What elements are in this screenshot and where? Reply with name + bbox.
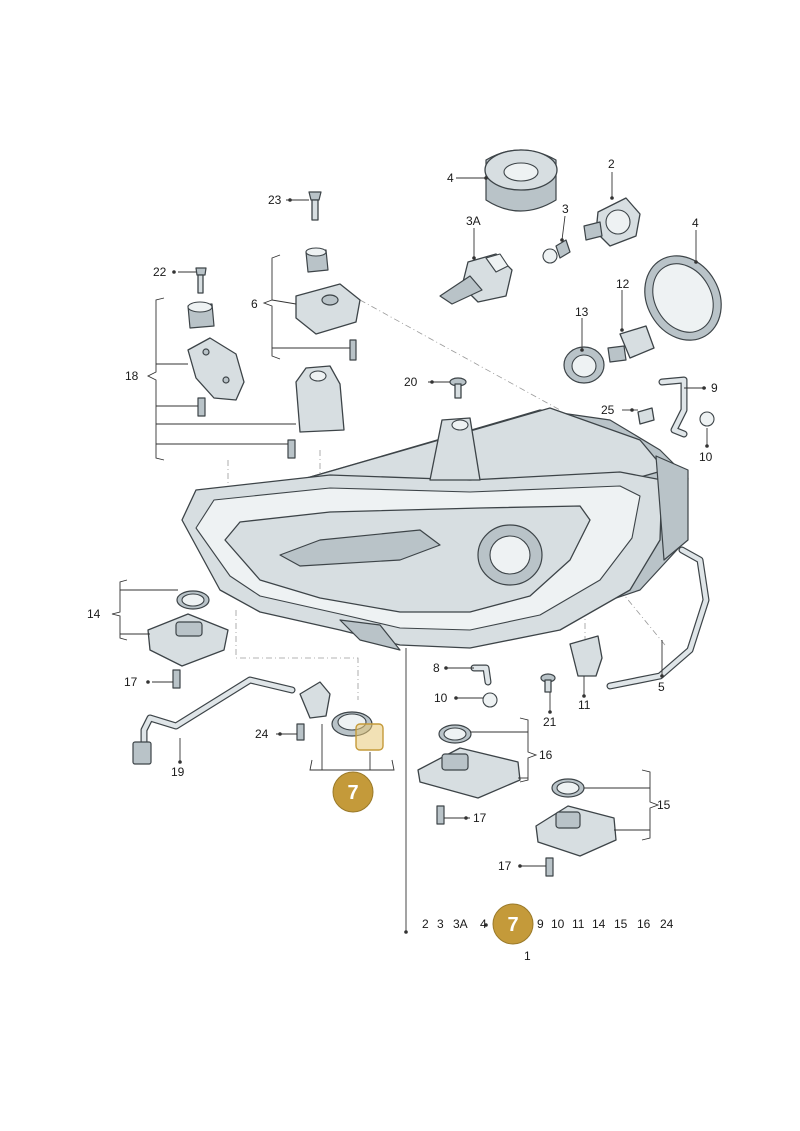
control-unit-14 — [147, 613, 229, 667]
callout-20: 20 — [404, 375, 418, 389]
bulb-2 — [583, 197, 641, 247]
callout-2: 2 — [608, 157, 615, 171]
callout-9: 9 — [711, 381, 718, 395]
callout-labels: 4 2 3 3A 23 4 22 6 12 13 18 9 20 25 10 1… — [87, 157, 718, 963]
highlight-marker — [355, 723, 384, 751]
callout-11: 11 — [578, 698, 591, 712]
footer-part-list: 2 3 3A 4 7 9 10 11 14 15 16 24 — [422, 903, 674, 945]
callout-17-right: 17 — [498, 859, 512, 873]
callout-23: 23 — [268, 193, 282, 207]
callout-3: 3 — [562, 202, 569, 216]
ring-15 — [551, 778, 585, 798]
bracket-24 — [296, 681, 331, 741]
footer-item-24: 24 — [660, 917, 674, 931]
badge-7-adjuster: 7 — [332, 771, 374, 813]
adjuster-7 — [331, 711, 384, 751]
callout-19: 19 — [171, 765, 185, 779]
badge-7-footer-text: 7 — [507, 914, 518, 936]
callout-13: 13 — [575, 305, 589, 319]
callout-17-middle: 17 — [473, 811, 487, 825]
bolt-17-left — [172, 669, 181, 689]
callout-4-top: 4 — [447, 171, 454, 185]
footer-item-2: 2 — [422, 917, 429, 931]
callout-6: 6 — [251, 297, 258, 311]
socket-13 — [563, 346, 605, 384]
callout-5: 5 — [658, 680, 665, 694]
callout-12: 12 — [616, 277, 630, 291]
callout-24: 24 — [255, 727, 269, 741]
badge-7-footer — [492, 903, 534, 945]
bolt-22 — [195, 267, 207, 294]
footer-item-3a: 3A — [453, 917, 468, 931]
cable-5 — [606, 546, 710, 690]
bracket-6 — [295, 247, 361, 361]
callout-4-right: 4 — [692, 216, 699, 230]
bolt-21 — [540, 673, 556, 693]
ring-16 — [438, 724, 472, 744]
footer-item-3: 3 — [437, 917, 444, 931]
callout-16: 16 — [539, 748, 553, 762]
footer-item-15: 15 — [614, 917, 628, 931]
cover-ring-4-right — [644, 255, 722, 341]
cap-25 — [637, 407, 655, 425]
callout-25: 25 — [601, 403, 615, 417]
badge-7-adjuster-text: 7 — [347, 782, 358, 804]
footer-item-4: 4 — [480, 917, 487, 931]
hose-9 — [658, 376, 688, 438]
callout-15: 15 — [657, 798, 671, 812]
bolt-20 — [449, 377, 467, 399]
callout-10-bottom: 10 — [434, 691, 448, 705]
leader-lines — [111, 172, 708, 932]
bracket-18 — [187, 301, 245, 417]
callout-8: 8 — [433, 661, 440, 675]
callout-18: 18 — [125, 369, 139, 383]
footer-item-11: 11 — [572, 917, 585, 931]
cover-cap-4-top — [484, 149, 558, 212]
callout-14: 14 — [87, 607, 101, 621]
bolt-23 — [308, 191, 322, 221]
callout-22: 22 — [153, 265, 167, 279]
headlight-housing — [181, 407, 689, 651]
callout-21: 21 — [543, 715, 557, 729]
callout-3a: 3A — [466, 214, 481, 228]
plug-10-bottom — [482, 692, 498, 708]
hose-19 — [132, 676, 296, 765]
control-unit-15 — [535, 805, 617, 877]
elbow-8 — [470, 664, 492, 686]
callout-17-left: 17 — [124, 675, 138, 689]
callout-10-top: 10 — [699, 450, 713, 464]
plug-10-top — [699, 411, 715, 427]
socket-12 — [607, 325, 655, 363]
leader-dots — [146, 176, 709, 934]
bracket-center — [287, 365, 345, 459]
footer-item-16: 16 — [637, 917, 651, 931]
bulb-3 — [542, 239, 571, 264]
footer-item-10: 10 — [551, 917, 565, 931]
bracket-11 — [569, 635, 603, 677]
control-unit-16 — [417, 747, 521, 825]
footer-item-9: 9 — [537, 917, 544, 931]
bulb-3a — [439, 253, 513, 305]
callout-1: 1 — [524, 949, 531, 963]
ring-14 — [176, 590, 210, 610]
footer-item-14: 14 — [592, 917, 606, 931]
